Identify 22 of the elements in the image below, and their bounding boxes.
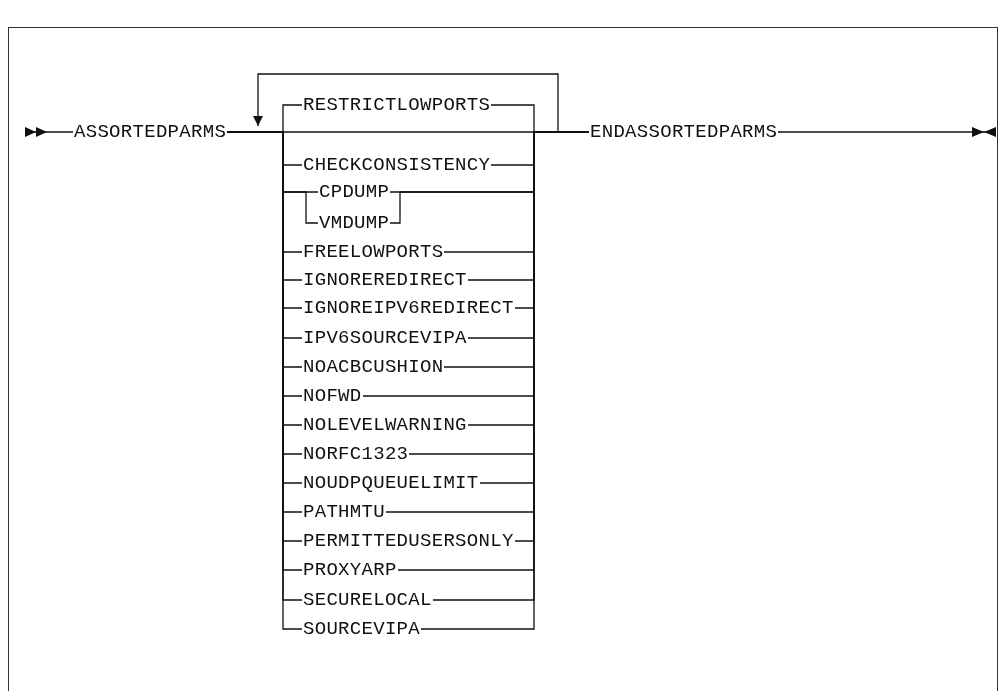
syntax-keyword: NOLEVELWARNING [302,414,468,436]
syntax-keyword: SECURELOCAL [302,589,433,611]
syntax-keyword: RESTRICTLOWPORTS [302,94,492,116]
syntax-keyword: CHECKCONSISTENCY [302,154,492,176]
syntax-line [777,127,997,137]
syntax-line [24,127,74,137]
syntax-keyword: NOFWD [302,385,363,407]
syntax-keyword: ASSORTEDPARMS [73,121,228,143]
syntax-keyword: NOUDPQUEUELIMIT [302,472,480,494]
syntax-keyword: NOACBCUSHION [302,356,445,378]
syntax-keyword: PATHMTU [302,501,386,523]
syntax-keyword: IGNOREIPV6REDIRECT [302,297,515,319]
syntax-keyword: ENDASSORTEDPARMS [589,121,779,143]
syntax-keyword: IPV6SOURCEVIPA [302,327,468,349]
syntax-keyword: FREELOWPORTS [302,241,445,263]
syntax-keyword: NORFC1323 [302,443,410,465]
syntax-keyword: PERMITTEDUSERSONLY [302,530,515,552]
syntax-keyword: CPDUMP [318,181,391,203]
syntax-keyword: IGNOREREDIRECT [302,269,468,291]
syntax-keyword: VMDUMP [318,212,391,234]
syntax-keyword: SOURCEVIPA [302,618,422,640]
syntax-keyword: PROXYARP [302,559,398,581]
